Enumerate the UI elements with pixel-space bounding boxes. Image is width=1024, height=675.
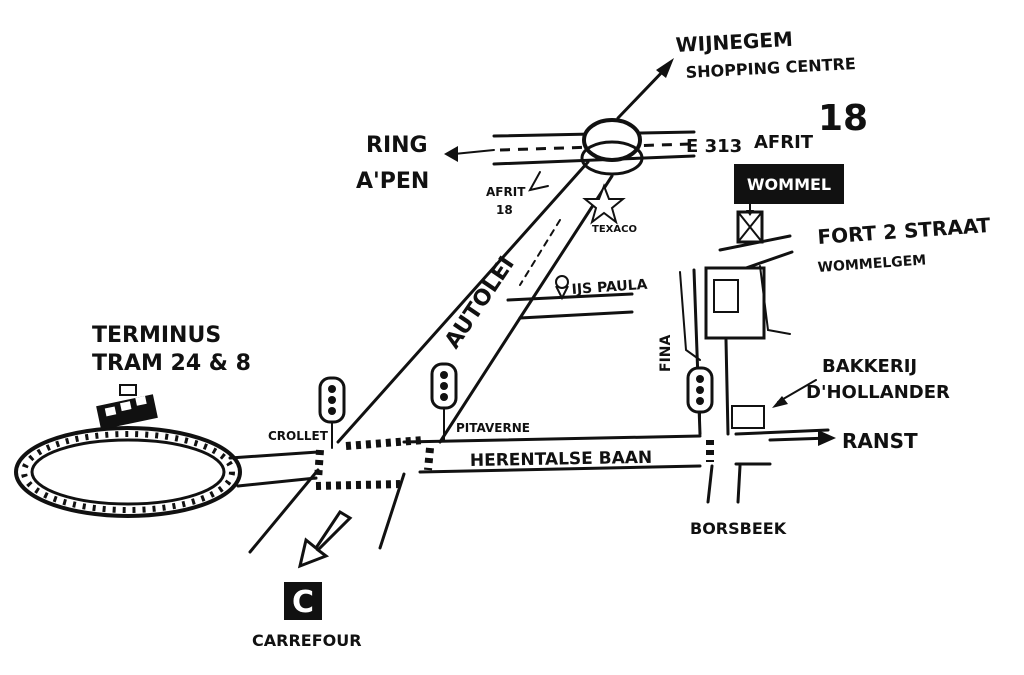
label-tram-lines: TRAM 24 & 8 <box>92 351 251 376</box>
label-ring: RING <box>366 133 428 158</box>
carrefour-road <box>248 468 406 569</box>
label-terminus: TERMINUS <box>92 323 221 348</box>
traffic-light-crollet <box>318 376 346 449</box>
zebra-crossings <box>314 436 714 490</box>
herentalse-baan-road <box>402 428 836 474</box>
label-bakkerij: BAKKERIJ <box>822 356 917 377</box>
label-herentalse-baan: HERENTALSE BAAN <box>470 448 653 471</box>
tram-road <box>228 450 320 488</box>
label-apen: A'PEN <box>356 169 429 194</box>
label-borsbeek: BORSBEEK <box>690 519 787 538</box>
traffic-light-pitaverne <box>430 362 458 441</box>
label-ijs-paula: IJS PAULA <box>571 277 648 298</box>
label-wommel: WOMMEL <box>747 175 831 194</box>
label-fina: FINA <box>658 335 674 372</box>
label-fort-2-straat: FORT 2 STRAAT <box>817 213 992 249</box>
label-crollet: CROLLET <box>268 429 329 443</box>
label-carrefour: CARREFOUR <box>252 631 362 650</box>
tram-loop <box>14 426 242 518</box>
borsbeek-road <box>706 464 742 504</box>
carrefour-logo: C <box>284 582 322 620</box>
wommel-sign <box>734 164 844 244</box>
label-dhollander: D'HOLLANDER <box>806 382 950 403</box>
label-ranst: RANST <box>842 429 918 453</box>
fina-station-building <box>704 265 791 340</box>
label-e313: E 313 <box>686 136 742 157</box>
label-afrit: AFRIT <box>754 132 814 153</box>
label-texaco: TEXACO <box>592 224 637 235</box>
label-wommelgem: WOMMELGEM <box>817 252 927 276</box>
label-wijnegem: WIJNEGEM <box>675 27 793 57</box>
label-afrit-small-number: 18 <box>496 203 513 217</box>
autolei-road <box>336 160 634 444</box>
label-afrit-number: 18 <box>818 98 868 139</box>
roundabout <box>580 118 644 176</box>
traffic-light-fina <box>686 366 714 435</box>
tram-icon <box>96 384 158 430</box>
carrefour-logo-letter: C <box>292 585 314 620</box>
label-shopping-centre: SHOPPING CENTRE <box>685 54 856 82</box>
label-pitaverne: PITAVERNE <box>456 421 530 435</box>
label-afrit-small: AFRIT <box>486 185 526 199</box>
ice-cream-icon <box>555 275 569 301</box>
bakkerij-building <box>731 379 817 429</box>
wijnegem-road <box>528 58 674 192</box>
texaco-star-icon <box>582 183 626 225</box>
e313-highway <box>444 130 696 166</box>
